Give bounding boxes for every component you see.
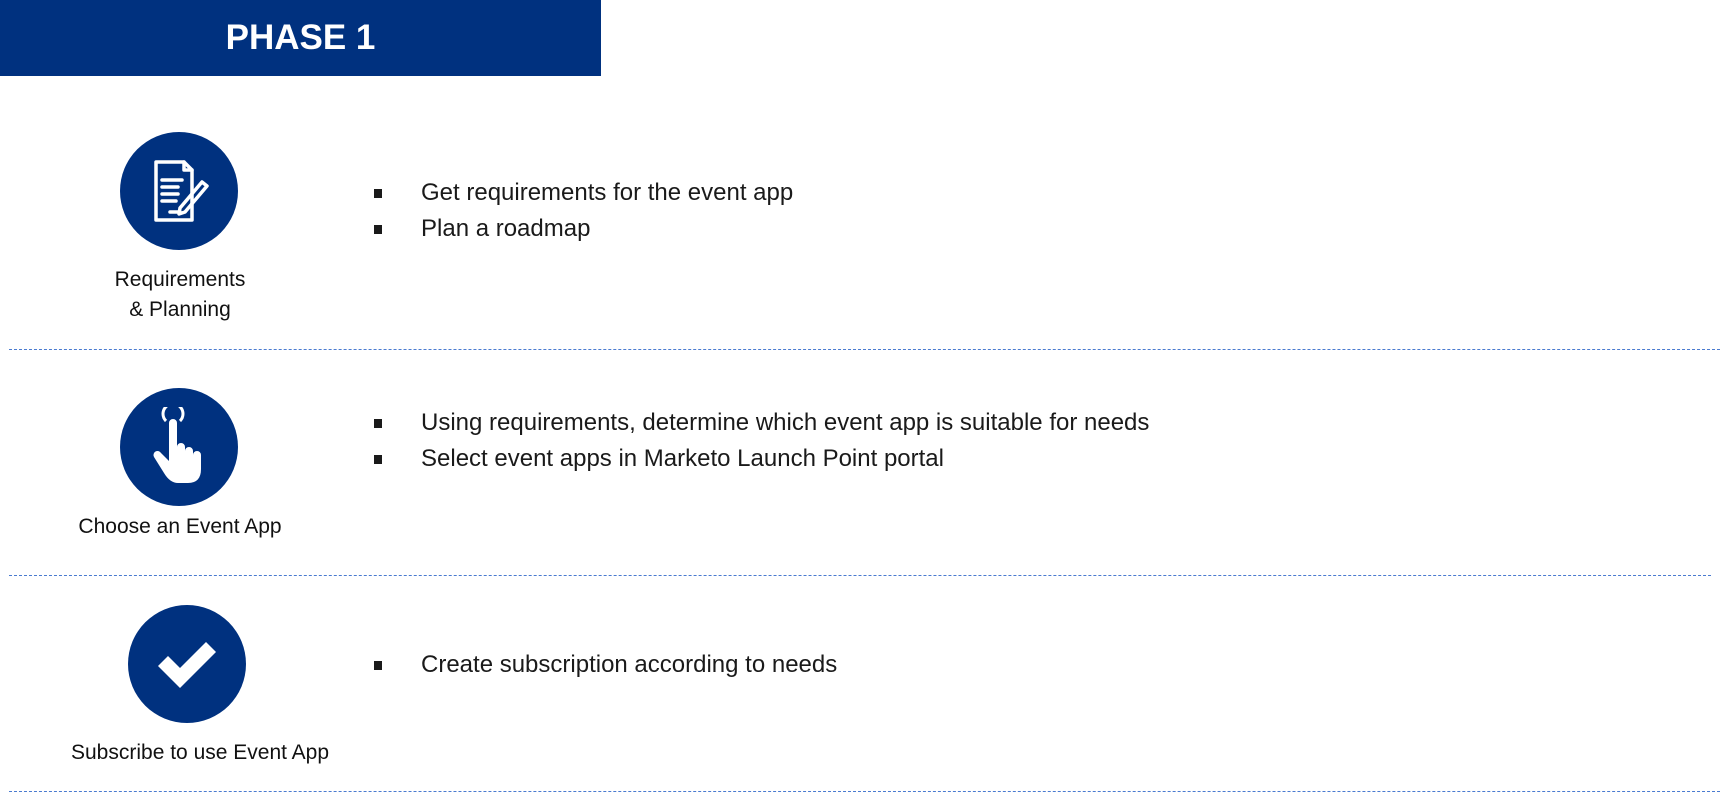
bullet-text: Select event apps in Marketo Launch Poin…	[421, 445, 944, 472]
list-item: Get requirements for the event app	[374, 175, 793, 211]
bullet-square-icon	[374, 419, 382, 428]
label-line: Subscribe to use Event App	[71, 741, 329, 764]
bullet-text: Create subscription according to needs	[421, 651, 838, 678]
list-item: Create subscription according to needs	[374, 647, 837, 683]
step-label-subscribe: Subscribe to use Event App	[50, 738, 350, 768]
phase-header: PHASE 1	[0, 0, 601, 76]
divider	[9, 575, 1711, 576]
bullet-list: Create subscription according to needs	[374, 647, 837, 683]
list-item: Using requirements, determine which even…	[374, 405, 1149, 441]
label-line: Choose an Event App	[78, 515, 282, 538]
checkmark-icon	[128, 605, 246, 723]
bullet-square-icon	[374, 455, 382, 464]
label-line: Requirements	[114, 268, 246, 291]
hand-pointer-icon	[120, 388, 238, 506]
bullet-list: Get requirements for the event app Plan …	[374, 175, 793, 247]
bullet-square-icon	[374, 661, 382, 670]
list-item: Plan a roadmap	[374, 211, 793, 247]
bullet-text: Plan a roadmap	[421, 215, 591, 242]
list-item: Select event apps in Marketo Launch Poin…	[374, 441, 1149, 477]
document-edit-icon	[120, 132, 238, 250]
bullet-list: Using requirements, determine which even…	[374, 405, 1149, 477]
divider	[9, 791, 1720, 792]
label-line: & Planning	[129, 298, 231, 321]
phase-title: PHASE 1	[225, 18, 376, 57]
bullet-text: Get requirements for the event app	[421, 179, 794, 206]
step-label-choose-event-app: Choose an Event App	[30, 512, 330, 542]
bullet-text: Using requirements, determine which even…	[421, 409, 1150, 436]
bullet-square-icon	[374, 225, 382, 234]
bullet-square-icon	[374, 189, 382, 198]
step-label-requirements-planning: Requirements & Planning	[30, 265, 330, 325]
divider	[9, 349, 1720, 350]
